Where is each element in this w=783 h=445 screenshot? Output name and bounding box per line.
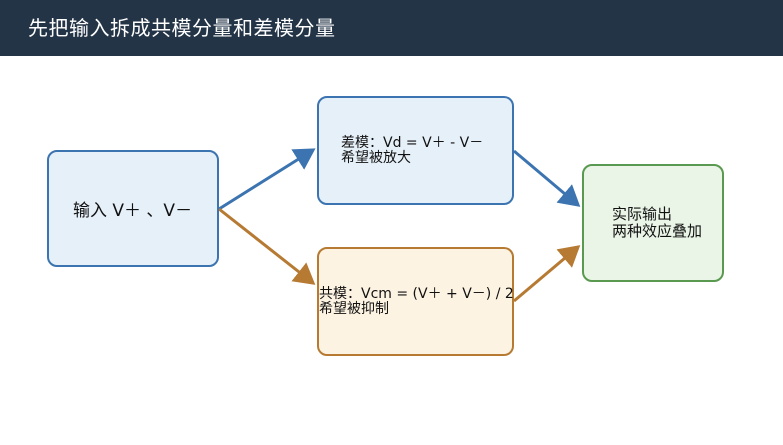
input-node: 输入 V＋ 、V－ [47, 150, 219, 267]
input-label: 输入 V＋ 、V－ [73, 201, 193, 221]
page-title: 先把输入拆成共模分量和差模分量 [28, 16, 336, 40]
arrow-common-to-output [513, 245, 581, 303]
common-mode-note: 希望被抑制 [319, 300, 389, 317]
common-mode-formula: 共模：Vcm = (V＋ + V－) / 2 [319, 285, 514, 302]
differential-mode-node: 差模：Vd = V＋ - V－ 希望被放大 [317, 96, 514, 205]
arrow-diff-to-output [513, 149, 581, 207]
differential-mode-note: 希望被放大 [341, 149, 411, 166]
common-mode-node: 共模：Vcm = (V＋ + V－) / 2 希望被抑制 [317, 247, 514, 356]
arrow-input-to-common [218, 207, 316, 285]
differential-mode-formula: 差模：Vd = V＋ - V－ [341, 134, 484, 151]
output-node: 实际输出 两种效应叠加 [582, 164, 724, 282]
header-bar: 先把输入拆成共模分量和差模分量 [0, 0, 783, 56]
arrow-input-to-diff [218, 148, 316, 211]
output-title: 实际输出 [612, 205, 673, 223]
output-note: 两种效应叠加 [612, 222, 703, 240]
